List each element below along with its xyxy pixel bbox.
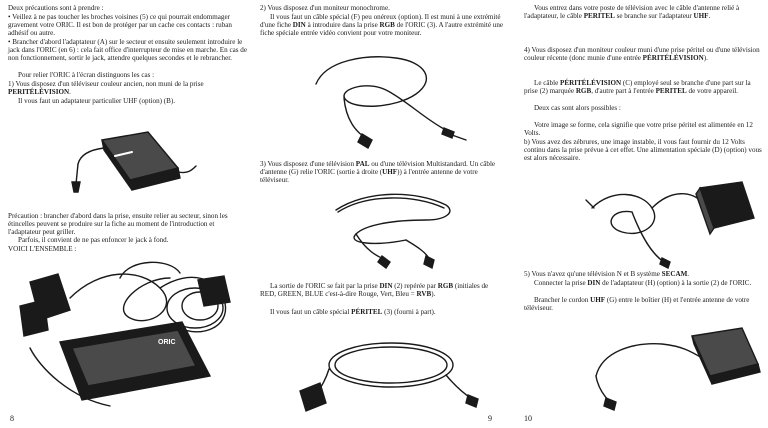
case-1-adapter: Il vous faut un adaptateur particulier U… — [18, 97, 176, 105]
case-b-text: b) Vous avez des zébrures, une image ins… — [524, 138, 762, 163]
case-2-heading: 2) Vous disposez d'un moniteur monochrom… — [260, 4, 390, 12]
page-9: 2) Vous disposez d'un moniteur monochrom… — [256, 0, 512, 428]
precautions-heading: Deux précautions sont à prendre : — [8, 4, 104, 12]
antenna-cable-illustration — [335, 193, 451, 270]
jack-note: Parfois, il convient de ne pas enfoncer … — [18, 236, 169, 244]
case-3-text: 3) Vous disposez d'une télévision PAL ou… — [260, 160, 496, 185]
page-number-8: 8 — [10, 414, 14, 423]
page-10: Vous entrez dans votre poste de télévisi… — [512, 0, 768, 428]
power-supply-illustration — [585, 181, 755, 269]
uhf-adapter-illustration — [71, 131, 197, 193]
uhf-cord-text: Brancher le cordon UHF (G) entre le boît… — [524, 296, 750, 313]
monochrome-cable-illustration — [315, 56, 467, 149]
page-number-9: 9 — [488, 414, 492, 423]
precaution-bullet-2: • Brancher d'abord l'adaptateur (A) sur … — [8, 38, 247, 63]
case-4-text: 4) Vous disposez d'un moniteur couleur m… — [524, 46, 760, 63]
peritel-cable-text: Il vous faut un câble spécial PÉRITEL (3… — [270, 308, 436, 316]
precaution-note: Précaution : brancher d'abord dans la pr… — [8, 212, 228, 237]
page-8: Deux précautions sont à prendre : • Veil… — [0, 0, 256, 428]
case-a-text: Votre image se forme, cela signifie que … — [524, 121, 753, 138]
case-5-text: 5) Vous n'avez qu'une télévision N et B … — [524, 270, 690, 278]
peritel-cable-illustration — [299, 342, 479, 412]
secam-adapter-illustration — [595, 327, 761, 411]
din-connect-text: Connecter la prise DIN de l'adaptateur (… — [534, 279, 752, 287]
precaution-bullet-1: • Veillez à ne pas toucher les broches v… — [8, 13, 232, 38]
connection-intro: Pour relier l'ORIC à l'écran distinguons… — [18, 71, 155, 79]
full-set-illustration: ORIC — [19, 261, 231, 407]
page-number-10: 10 — [524, 414, 532, 423]
computer-logo: ORIC — [158, 339, 176, 346]
rgb-output-text: La sortie de l'ORIC se fait par la prise… — [260, 282, 489, 299]
ensemble-heading: VOICI L'ENSEMBLE : — [8, 245, 77, 253]
case-2-text: Il vous faut un câble spécial (F) peu on… — [260, 13, 504, 38]
peritel-cable-usage: Le câble PÉRITÉLÉVISION (C) employé seul… — [524, 79, 751, 96]
uhf-adapter-text: Vous entrez dans votre poste de télévisi… — [524, 4, 740, 21]
two-cases-heading: Deux cas sont alors possibles : — [534, 104, 621, 112]
case-1-text: 1) Vous disposez d'un téléviseur couleur… — [8, 80, 204, 97]
